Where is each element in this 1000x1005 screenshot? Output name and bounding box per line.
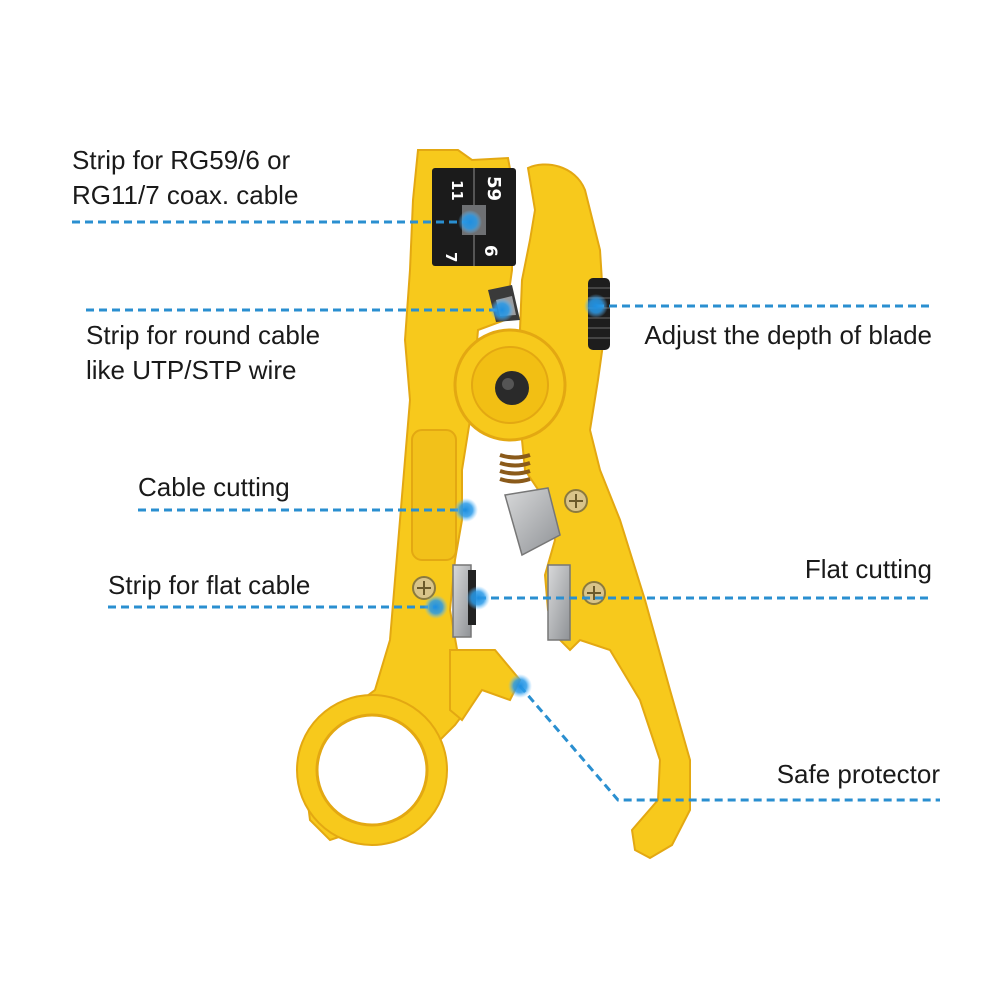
spring — [499, 453, 531, 484]
marker-dot-flat-cable — [424, 595, 448, 619]
callout-coax-strip-line2: RG11/7 coax. cable — [72, 180, 299, 210]
callout-blade-depth-label: Adjust the depth of blade — [644, 320, 932, 350]
callout-round-cable-line1: Strip for round cable — [86, 320, 321, 350]
marker-dot-round-cable — [490, 298, 514, 322]
leader-safe-protector — [518, 685, 940, 802]
leader-lines — [72, 220, 940, 802]
callout-safe-protector-label: Safe protector — [776, 759, 940, 789]
screw-upper — [564, 489, 588, 513]
insert-number-59: 59 — [483, 176, 504, 201]
safe-protector-latch — [449, 649, 522, 722]
callout-round-cable: Strip for round cable like UTP/STP wire — [86, 318, 320, 388]
marker-dot-cable-cutting — [454, 498, 478, 522]
callout-flat-cable: Strip for flat cable — [108, 568, 310, 603]
callout-flat-cutting-label: Flat cutting — [804, 554, 932, 584]
insert-number-6: 6 — [480, 245, 500, 257]
screw-lower-left — [412, 576, 436, 600]
right-handle — [513, 163, 691, 860]
callout-coax-strip: Strip for RG59/6 or RG11/7 coax. cable — [72, 143, 298, 213]
callout-round-cable-line2: like UTP/STP wire — [86, 355, 297, 385]
callout-cable-cutting-label: Cable cutting — [138, 472, 290, 502]
callout-blade-depth: Adjust the depth of blade — [644, 318, 932, 353]
marker-dot-safe-protector — [508, 674, 532, 698]
callout-flat-cable-label: Strip for flat cable — [108, 570, 311, 600]
callout-flat-cutting: Flat cutting — [805, 552, 932, 587]
marker-dot-coax — [458, 210, 482, 234]
marker-dot-flat-cutting — [466, 586, 490, 610]
insert-number-7: 7 — [442, 252, 460, 262]
callout-safe-protector: Safe protector — [777, 757, 940, 792]
marker-dots — [424, 210, 608, 698]
handle-recess — [411, 429, 457, 561]
screw-lower-right — [582, 581, 606, 605]
tool-body: 11 59 7 6 — [296, 149, 691, 860]
flat-cut-blade — [547, 564, 571, 641]
cutting-blade — [504, 487, 561, 557]
marker-dot-blade-depth — [584, 294, 608, 318]
callout-coax-strip-line1: Strip for RG59/6 or — [72, 145, 291, 175]
insert-number-11: 11 — [448, 180, 466, 201]
callout-cable-cutting: Cable cutting — [138, 470, 290, 505]
